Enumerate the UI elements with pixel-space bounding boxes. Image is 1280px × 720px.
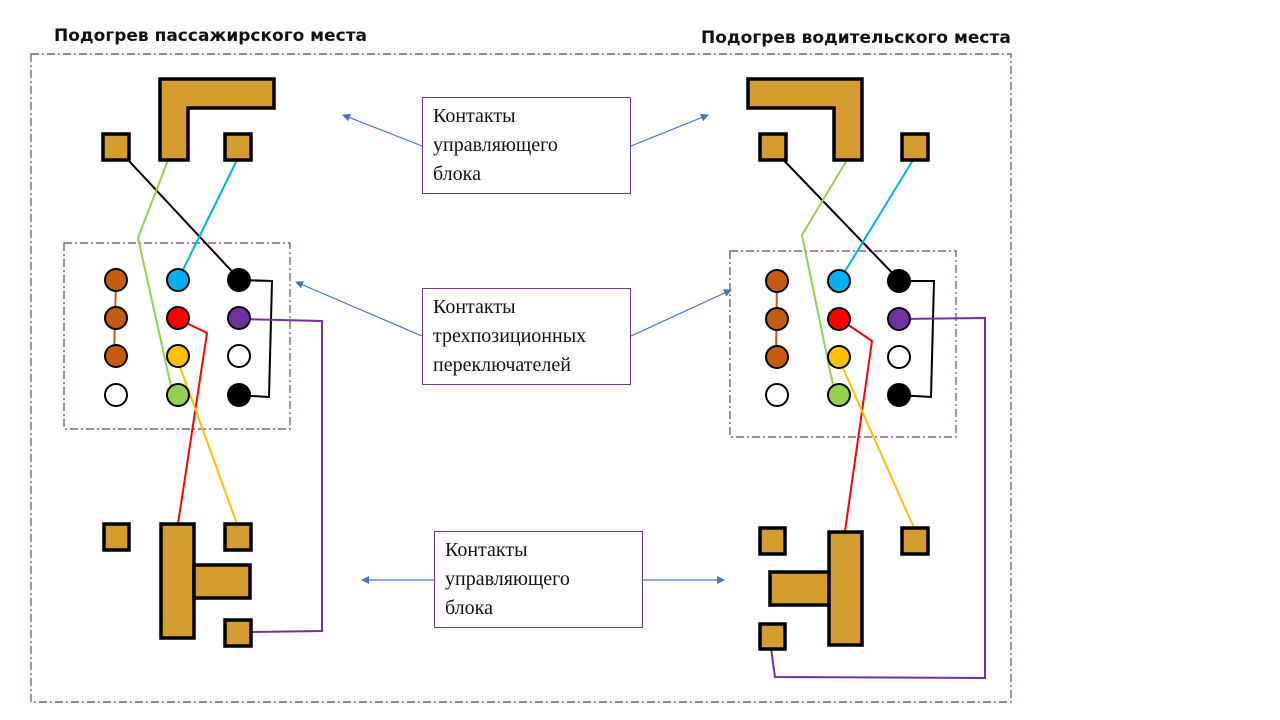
wire-yellow — [175, 355, 238, 525]
pad-small-top-left — [102, 522, 131, 552]
pad-small-bottom-left — [758, 622, 787, 651]
pad-small-top-right — [900, 526, 930, 556]
wire-blue — [177, 159, 238, 281]
label-control-unit-top: Контакты управляющего блока — [422, 97, 631, 194]
switch-frame-driver — [729, 250, 957, 438]
label-line: управляющего — [445, 568, 570, 590]
pad-T-vertical — [827, 530, 864, 647]
wire-black-bridge — [896, 280, 936, 399]
arrow-top-right — [630, 113, 709, 147]
switch-pin-black — [227, 268, 251, 292]
wire-red — [837, 317, 874, 532]
switch-pin-black — [887, 269, 911, 293]
arrow-middle-right — [630, 289, 732, 337]
label-switch-contacts: Контакты трехпозиционных переключателей — [422, 288, 631, 385]
switch-pin-red — [827, 307, 851, 331]
switch-pin-black — [887, 383, 911, 407]
switch-pin-white — [227, 344, 251, 368]
label-line: Контакты — [433, 105, 516, 127]
switch-pin-white — [104, 383, 128, 407]
switch-pin-purple — [887, 307, 911, 331]
wires-driver — [770, 146, 986, 680]
switch-pin-green — [827, 383, 851, 407]
switch-pin-yellow — [166, 344, 190, 368]
switch-pin-blue — [166, 268, 190, 292]
switch-pin-green — [166, 383, 190, 407]
switch-pin-yellow — [827, 345, 851, 369]
heading-driver-seat: Подогрев водительского места — [701, 28, 1011, 48]
switch-pin-black — [227, 383, 251, 407]
switch-frame-passenger — [63, 242, 291, 430]
pad-T-vertical — [159, 522, 196, 640]
label-line: управляющего — [433, 134, 558, 156]
arrow-top-left — [342, 113, 423, 147]
pointer-arrows — [295, 113, 732, 584]
control-contacts-bottom-driver — [758, 526, 930, 651]
pad-small-left — [101, 132, 131, 162]
wire-green — [136, 159, 174, 396]
label-control-unit-bottom: Контакты управляющего блока — [434, 531, 643, 628]
switch-pin-brown — [765, 269, 789, 293]
heading-passenger-seat: Подогрев пассажирского места — [54, 26, 368, 46]
label-line: блока — [445, 597, 493, 619]
wire-black-top — [770, 146, 901, 282]
switch-pin-white — [887, 345, 911, 369]
pad-L-shape — [746, 77, 864, 162]
arrow-middle-left — [295, 281, 423, 337]
wire-yellow — [837, 356, 915, 529]
label-line: Контакты — [433, 296, 516, 318]
control-contacts-top-passenger — [101, 77, 276, 162]
pad-small-left — [758, 132, 788, 162]
switch-pin-purple — [227, 306, 251, 330]
control-contacts-top-driver — [746, 77, 930, 162]
label-line: переключателей — [433, 354, 571, 376]
label-line: Контакты — [445, 539, 528, 561]
label-line: трехпозиционных — [433, 325, 587, 347]
control-contacts-bottom-passenger — [102, 522, 253, 648]
outer-frame — [30, 53, 1012, 703]
switch-pins-passenger — [104, 268, 251, 407]
switch-pin-brown — [104, 306, 128, 330]
pad-T-horizontal — [768, 570, 831, 607]
pad-T-horizontal — [192, 563, 252, 600]
pad-L-shape — [158, 77, 276, 162]
switch-pin-white — [765, 383, 789, 407]
label-line: блока — [433, 163, 481, 185]
switch-pin-brown — [765, 307, 789, 331]
pad-small-right — [900, 132, 930, 162]
wire-purple — [236, 318, 323, 633]
pad-small-top-left — [758, 526, 787, 556]
wire-black-top — [115, 146, 241, 281]
wire-purple — [770, 316, 986, 680]
pad-small-right — [223, 132, 253, 162]
pad-small-top-right — [223, 522, 253, 552]
switch-pin-red — [166, 306, 190, 330]
wire-blue — [838, 159, 914, 282]
switch-pin-brown — [765, 345, 789, 369]
wires-passenger — [113, 146, 323, 633]
wire-green — [800, 159, 848, 396]
pad-small-bottom-right — [223, 618, 253, 648]
switch-pin-brown — [104, 344, 128, 368]
wire-black-bridge — [235, 279, 274, 399]
switch-pins-driver — [765, 269, 911, 407]
switch-pin-brown — [104, 268, 128, 292]
switch-pin-blue — [827, 269, 851, 293]
